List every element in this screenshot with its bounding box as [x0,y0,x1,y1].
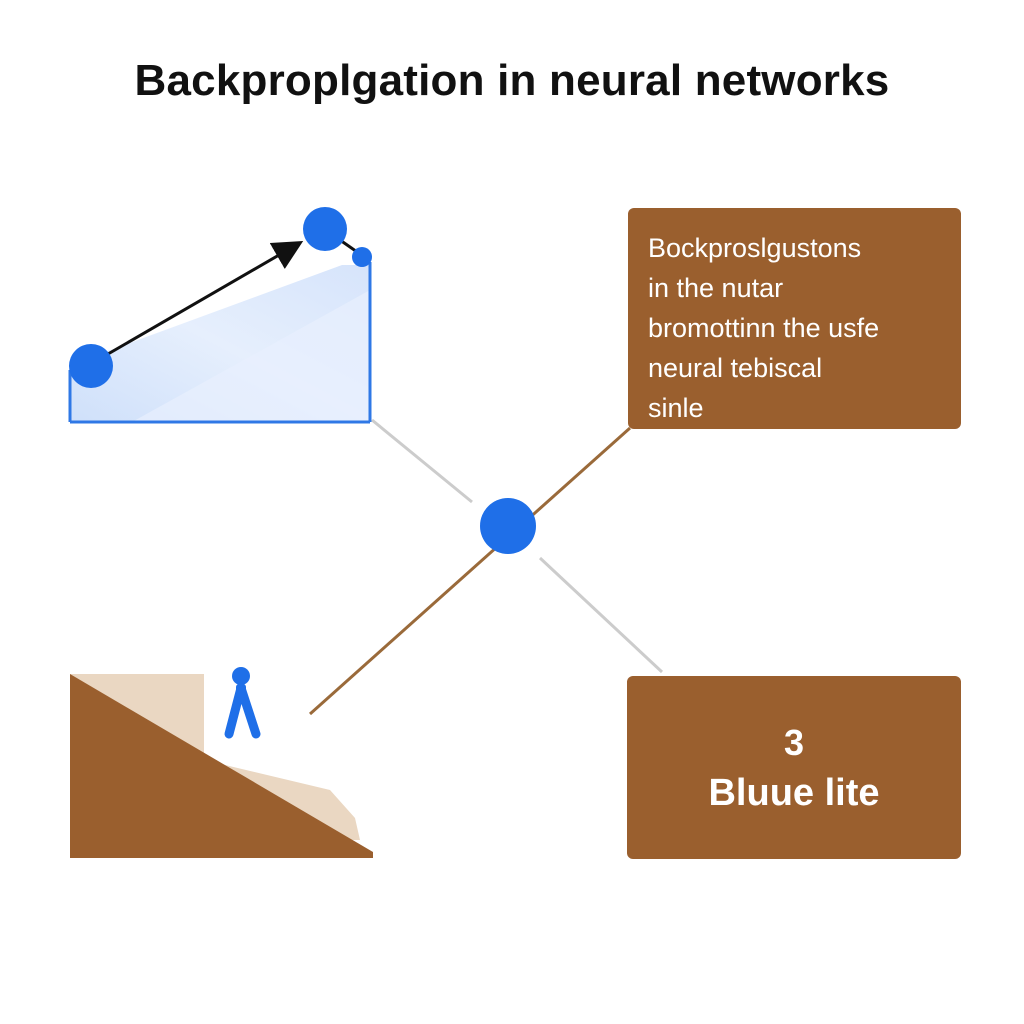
walker-figure-icon [224,667,261,739]
description-line: bromottinn the usfe [648,313,880,343]
description-line: sinle [648,393,704,423]
description-box: Bockproslgustons in the nutar bromottinn… [628,208,961,429]
connector-top-box-to-slope [309,426,631,716]
input-node [69,344,113,388]
description-line: Bockproslgustons [648,233,862,263]
result-number: 3 [783,721,805,763]
description-line: neural tebiscal [648,353,823,383]
output-node [303,207,347,251]
hub-node [480,498,536,554]
descent-slope [70,674,373,858]
connector-center-to-bottom-box [538,556,664,674]
small-node [352,247,372,267]
description-line: in the nutar [648,273,784,303]
connector-panel-to-center [371,418,473,504]
diagram-title: Backproplgation in neural networks [134,56,890,105]
update-arrow [107,240,304,356]
result-label: Bluue lite [708,771,880,814]
result-box: 3 Bluue lite [627,676,961,859]
gradient-panel [68,262,372,424]
